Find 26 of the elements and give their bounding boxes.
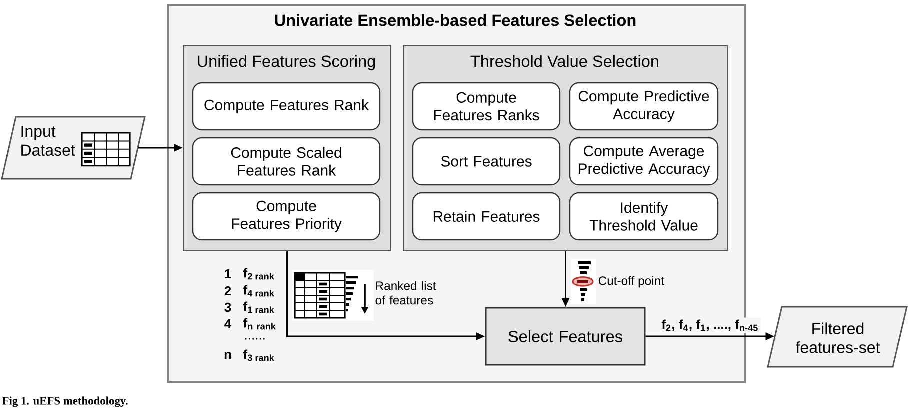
ellipsis: ...... (245, 338, 265, 340)
process-box: Compute Predictive Accuracy (569, 82, 719, 131)
rank-number: 2 (224, 286, 232, 296)
rank-number: 4 (224, 320, 232, 328)
feature-rank-label: f$_{1 rank}$ (244, 302, 274, 314)
process-box: Sort Features (412, 137, 561, 186)
edge-label: f$_{2}$, f$_{4}$, f$_{1}$, ...., f$_{n-45}$ (660, 318, 761, 334)
data-parallelogram: Filtered features-set (767, 306, 908, 368)
process-box: Compute Scaled Features Rank (192, 137, 381, 186)
feature-rank-label: f$_{4 rank}$ (244, 285, 274, 297)
feature-rank-label: $\mathbf{f}_{\mathbf{n\ rank}}$ (244, 318, 276, 330)
feature-rank-label: f$_{3 rank}$ (244, 350, 274, 362)
process-box: Compute Average Predictive Accuracy (569, 137, 719, 186)
process-box: Compute Features Ranks (412, 82, 561, 131)
feature-rank-label: f$_{2 rank}$ (244, 268, 274, 280)
caption: Fig 1. uEFS methodology. (2, 396, 128, 408)
annotation-text: Cut-off point (598, 276, 664, 288)
rank-number: n (224, 352, 232, 359)
rank-number: 3 (224, 302, 232, 312)
rank-number: 1 (225, 270, 232, 278)
process-box: Retain Features (412, 192, 561, 241)
process-box: Compute Features Priority (192, 192, 381, 241)
annotation-text: Ranked list of features (376, 281, 436, 305)
process-box: Select Features (485, 307, 646, 366)
process-box: Compute Features Rank (192, 82, 381, 131)
process-box: Identify Threshold Value (569, 192, 719, 241)
